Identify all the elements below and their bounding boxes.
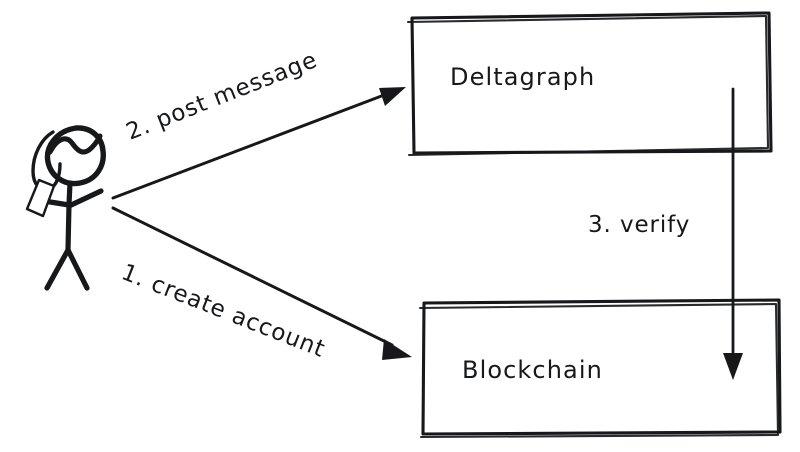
blockchain-box-outline-overlay	[418, 302, 780, 439]
blockchain-box-outline	[421, 298, 782, 436]
edge-label-create-account: 1. create account	[118, 259, 329, 363]
figure-right-leg	[65, 247, 90, 291]
node-label-blockchain: Blockchain	[462, 356, 603, 384]
edge-create-account[interactable]	[111, 206, 412, 360]
edge-create-account-line	[111, 206, 394, 347]
edge-verify-arrowhead-icon	[723, 353, 743, 380]
node-deltagraph[interactable]: Deltagraph	[406, 11, 773, 157]
edge-create-account-arrowhead-icon	[382, 339, 412, 360]
figure-torso	[65, 180, 73, 253]
stick-figure-user[interactable]	[25, 125, 106, 291]
figure-phone-icon	[25, 178, 56, 218]
node-blockchain[interactable]: Blockchain	[418, 298, 782, 439]
figure-right-arm	[66, 188, 104, 209]
edge-post-message-arrowhead-icon	[379, 87, 406, 106]
figure-face-curve-icon	[47, 133, 103, 155]
figure-head-icon	[44, 125, 106, 187]
edge-label-verify: 3. verify	[588, 212, 690, 238]
figure-left-leg	[44, 247, 71, 291]
edge-verify[interactable]	[723, 87, 743, 380]
node-label-deltagraph: Deltagraph	[450, 63, 595, 91]
edge-post-message-line	[111, 90, 394, 200]
edge-post-message[interactable]	[111, 87, 406, 200]
deltagraph-box-outline	[410, 11, 773, 155]
deltagraph-box-outline-overlay	[406, 14, 770, 157]
